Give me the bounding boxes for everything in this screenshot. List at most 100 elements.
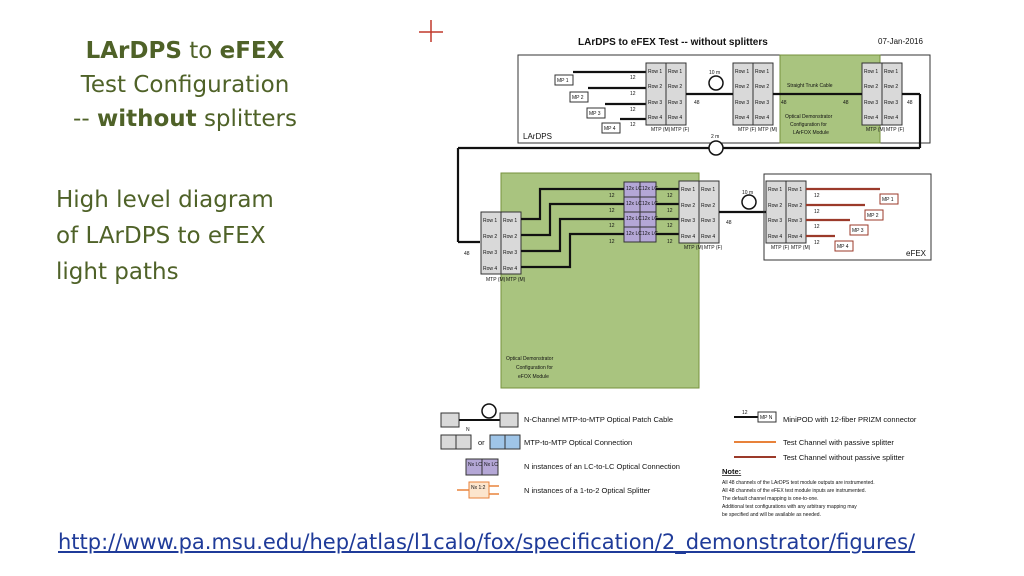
svg-text:Note:: Note:	[722, 467, 741, 476]
title-splitters: splitters	[196, 106, 297, 132]
svg-text:12: 12	[630, 122, 636, 128]
efex-minipods: MP 1 MP 2 MP 3 MP 4	[834, 193, 899, 252]
slide-subtitle: High level diagram of LArDPS to eFEX lig…	[56, 182, 306, 290]
svg-text:Row 1: Row 1	[681, 187, 695, 193]
svg-text:Row 3: Row 3	[701, 218, 715, 224]
loop-10m-top	[708, 75, 724, 91]
svg-text:MTP (F): MTP (F)	[671, 127, 690, 133]
svg-text:12x LC: 12x LC	[626, 201, 642, 207]
lardps-frame	[517, 54, 931, 144]
svg-text:Row 1: Row 1	[864, 69, 878, 75]
svg-text:Additional test configurations: Additional test configurations with any …	[722, 504, 857, 510]
middle-row-labels: Row 1 Row 1 Row 2 Row 2 Row 3 Row 3 Row 4 Ro…	[681, 187, 811, 251]
odc-efox-l3: eFOX Module	[518, 374, 549, 380]
title-line-1: LArDPS to eFEX	[40, 34, 330, 68]
svg-text:or: or	[478, 438, 485, 447]
svg-text:12x LC: 12x LC	[626, 216, 642, 222]
title-lardps: LArDPS	[85, 38, 182, 64]
svg-text:Row 3: Row 3	[755, 100, 769, 106]
svg-text:Row 1: Row 1	[503, 218, 517, 224]
svg-text:12: 12	[609, 193, 615, 199]
legend-test-with: Test Channel with passive splitter	[783, 438, 894, 447]
svg-text:Row 4: Row 4	[681, 234, 695, 240]
legend-connection: MTP-to-MTP Optical Connection	[524, 438, 632, 447]
legend-splitter: N instances of a 1-to-2 Optical Splitter	[524, 486, 651, 495]
svg-text:MTP (M): MTP (M)	[684, 245, 704, 251]
svg-text:12: 12	[742, 410, 748, 416]
svg-text:Row 2: Row 2	[701, 203, 715, 209]
efox-counts: 12 12 12 12 12 12 12 12	[609, 193, 673, 245]
legend-lc: N instances of an LC-to-LC Optical Conne…	[524, 462, 680, 471]
svg-text:Row 3: Row 3	[788, 218, 802, 224]
svg-text:12x LC: 12x LC	[626, 231, 642, 237]
svg-text:Row 1: Row 1	[701, 187, 715, 193]
svg-text:12x LC: 12x LC	[642, 231, 658, 237]
figures-link[interactable]: http://www.pa.msu.edu/hep/atlas/l1calo/f…	[58, 530, 916, 554]
svg-text:Row 3: Row 3	[884, 100, 898, 106]
loop-10m-mid	[741, 194, 757, 210]
svg-text:Row 2: Row 2	[755, 84, 769, 90]
efox-fiber-lines	[521, 187, 679, 269]
svg-text:12: 12	[814, 240, 820, 246]
svg-text:MTP (M): MTP (M)	[791, 245, 811, 251]
subtitle-line-3: light paths	[56, 259, 179, 285]
top-cables	[456, 92, 922, 244]
diagram-header: LArDPS to eFEX Test -- without splitters	[578, 37, 768, 48]
title-without: without	[96, 106, 197, 132]
svg-text:Row 2: Row 2	[735, 84, 749, 90]
svg-text:MP 3: MP 3	[589, 111, 601, 117]
svg-text:Nx LC: Nx LC	[468, 462, 482, 468]
svg-text:N: N	[466, 427, 470, 433]
top-mtp-labels: MTP (M) MTP (F) MTP (F) MTP (M) MTP (M) …	[651, 127, 905, 133]
svg-text:Row 3: Row 3	[735, 100, 749, 106]
svg-text:Row 4: Row 4	[735, 115, 749, 121]
cursor-crosshair	[419, 20, 443, 42]
svg-text:MTP (F): MTP (F)	[886, 127, 905, 133]
lardps-fiber-lines	[573, 70, 646, 121]
svg-text:Row 4: Row 4	[884, 115, 898, 121]
svg-text:Row 4: Row 4	[768, 234, 782, 240]
trunk-cable-label: Straight Trunk Cable	[787, 83, 833, 89]
svg-text:12: 12	[667, 193, 673, 199]
svg-text:12: 12	[630, 91, 636, 97]
title-efex: eFEX	[219, 38, 285, 64]
svg-text:Row 3: Row 3	[503, 250, 517, 256]
svg-text:MTP (M): MTP (M)	[506, 277, 526, 283]
svg-text:12x LC: 12x LC	[626, 186, 642, 192]
lc-connections	[623, 181, 657, 243]
svg-text:All 48 channels of the eFEX te: All 48 channels of the eFEX test module …	[722, 488, 866, 494]
svg-text:12: 12	[667, 208, 673, 214]
svg-text:Row 3: Row 3	[768, 218, 782, 224]
svg-text:MTP (F): MTP (F)	[704, 245, 723, 251]
svg-text:Row 1: Row 1	[483, 218, 497, 224]
svg-text:12: 12	[630, 75, 636, 81]
svg-text:MP 2: MP 2	[867, 213, 879, 219]
svg-text:Row 1: Row 1	[735, 69, 749, 75]
svg-text:Row 4: Row 4	[755, 115, 769, 121]
svg-text:Row 3: Row 3	[483, 250, 497, 256]
svg-text:Row 4: Row 4	[864, 115, 878, 121]
svg-text:12: 12	[814, 209, 820, 215]
len-2m: 2 m	[711, 134, 719, 140]
legend-test-without: Test Channel without passive splitter	[783, 453, 905, 462]
svg-text:The default channel mapping is: The default channel mapping is one-to-on…	[722, 496, 818, 502]
svg-text:Row 3: Row 3	[648, 100, 662, 106]
svg-text:Row 3: Row 3	[681, 218, 695, 224]
svg-text:Row 2: Row 2	[503, 234, 517, 240]
svg-text:12: 12	[609, 239, 615, 245]
svg-text:Row 4: Row 4	[668, 115, 682, 121]
svg-text:Row 3: Row 3	[668, 100, 682, 106]
svg-text:MP 4: MP 4	[604, 126, 616, 132]
legend: N N-Channel MTP-to-MTP Optical Patch Cab…	[440, 403, 917, 499]
svg-text:Row 1: Row 1	[648, 69, 662, 75]
len-10m-top: 10 m	[709, 70, 720, 76]
legend-patch-cable: N-Channel MTP-to-MTP Optical Patch Cable	[524, 415, 673, 424]
lardps-counts: 12 12 12 12	[630, 75, 636, 128]
efex-test-channels	[806, 187, 880, 238]
svg-text:Row 2: Row 2	[483, 234, 497, 240]
svg-text:Row 2: Row 2	[681, 203, 695, 209]
svg-text:MP 4: MP 4	[837, 244, 849, 250]
efex-label: eFEX	[906, 249, 927, 258]
